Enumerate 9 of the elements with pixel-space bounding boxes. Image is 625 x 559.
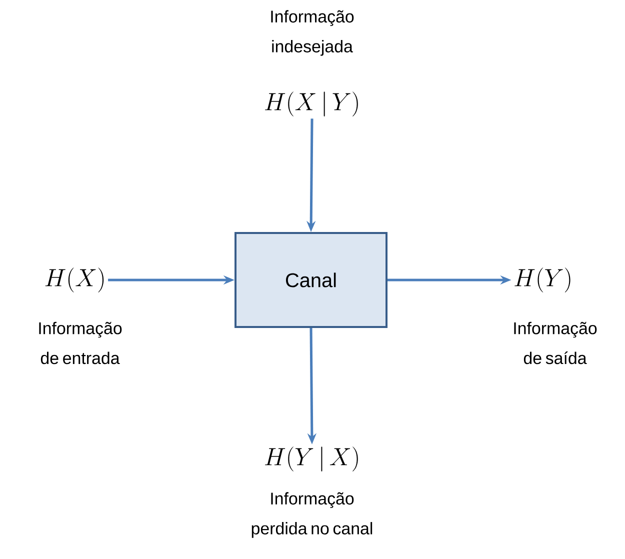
- node-label: Informação perdida no canal: [252, 492, 372, 538]
- process-box: Canal: [234, 232, 388, 328]
- formula: $H(X)$: [45, 268, 104, 292]
- formula: $H(Y\,|\,X)$: [265, 446, 358, 472]
- formula: $H(X\,|\,Y)$: [265, 92, 358, 116]
- node-label: Informação indesejada: [271, 10, 354, 56]
- node-label: Informação de entrada: [39, 322, 122, 364]
- node-label: Informação de saída: [514, 322, 597, 364]
- formula: $H(Y)$: [514, 268, 570, 292]
